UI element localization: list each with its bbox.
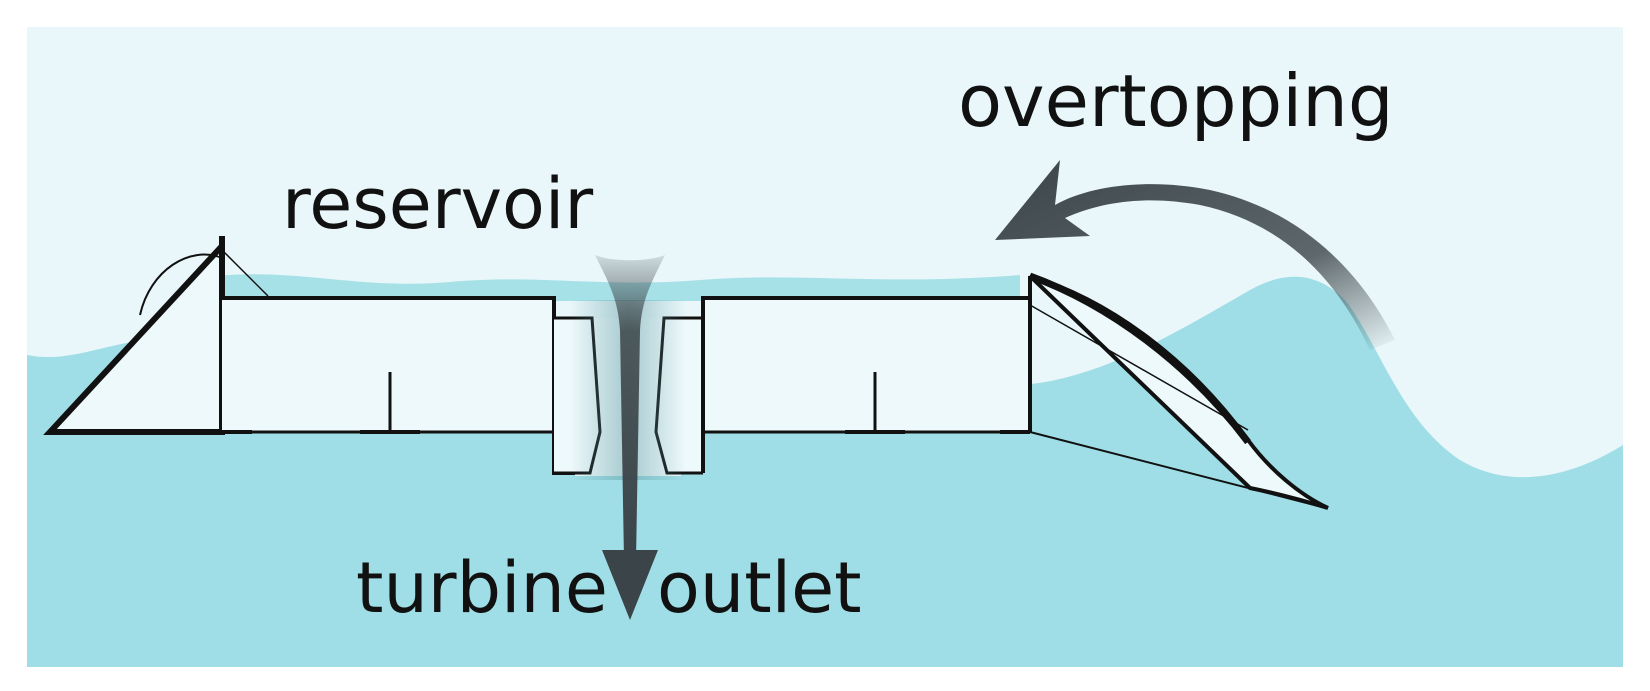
right-reservoir-outline [701,296,1030,473]
ramp-crest [1028,272,1251,445]
ramp-underside [1029,431,1327,509]
ramp-brace [1029,304,1249,431]
turbine-arrowhead [602,550,658,620]
right-reservoir-body [703,298,1030,432]
left-reservoir-body [222,298,554,432]
label-overtopping: overtopping [958,59,1394,143]
sea-water [27,276,1623,667]
label-turbine: turbine [356,547,608,629]
turbine-flow-arrow [595,255,665,560]
left-hinge-arc [139,253,223,316]
overtopping-arrow [995,160,1395,350]
label-outlet: outlet [657,547,862,629]
label-reservoir: reservoir [282,163,593,245]
left-mooring-line [221,249,269,297]
